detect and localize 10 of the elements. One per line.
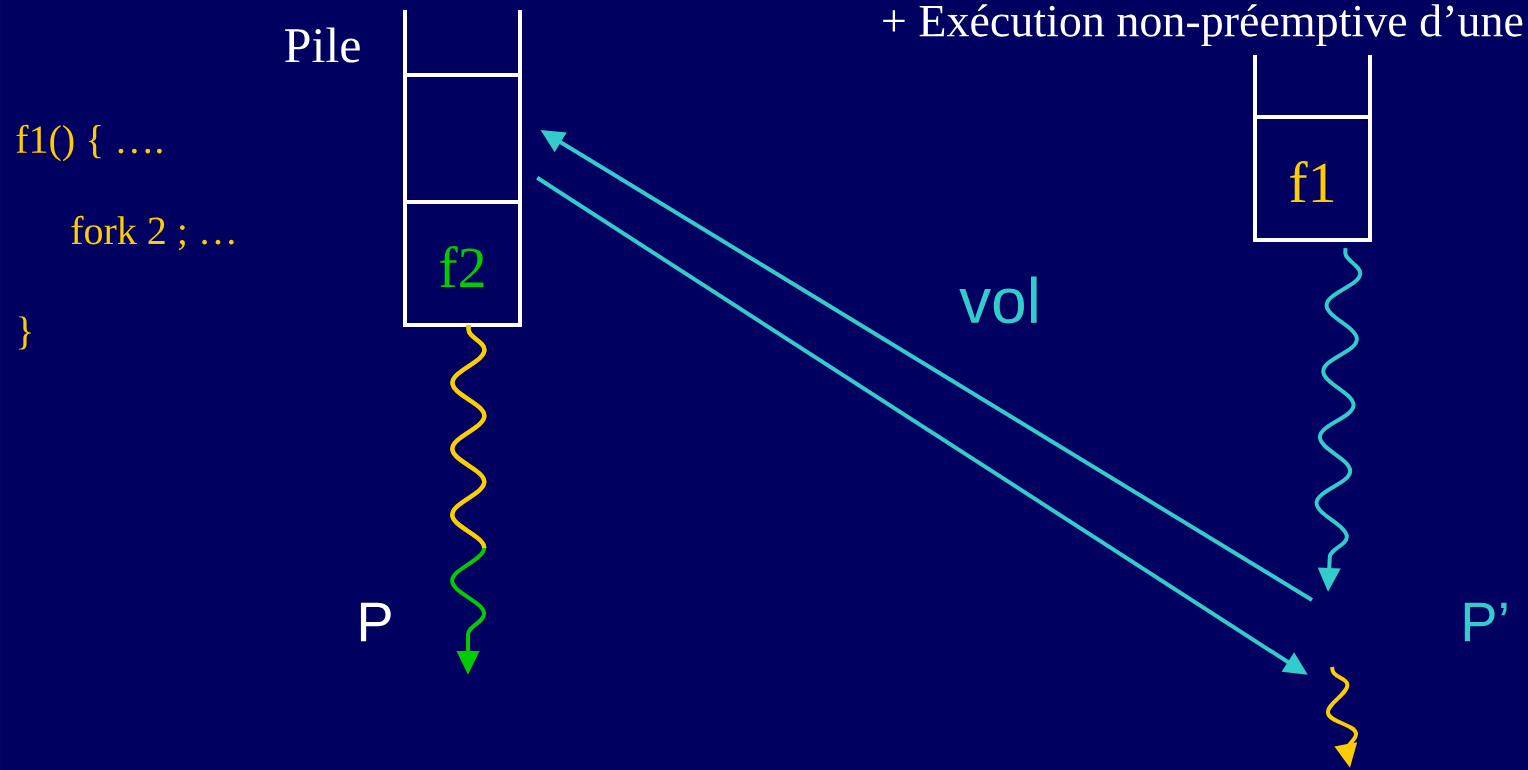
- code-line: f1() { ….: [16, 124, 162, 162]
- code-line: }: [18, 316, 31, 350]
- code-line: fork 2 ; …: [71, 215, 234, 251]
- edge-label: vol: [959, 276, 1037, 324]
- process-label: P: [360, 602, 391, 642]
- title: + Exécution non-préemptive d’une: [883, 4, 1523, 46]
- stack-cell-text: f2: [440, 246, 484, 287]
- process-label: P’: [1464, 602, 1507, 642]
- stack-cell-text: f1: [1290, 161, 1334, 202]
- stack-label: Pile: [285, 27, 360, 63]
